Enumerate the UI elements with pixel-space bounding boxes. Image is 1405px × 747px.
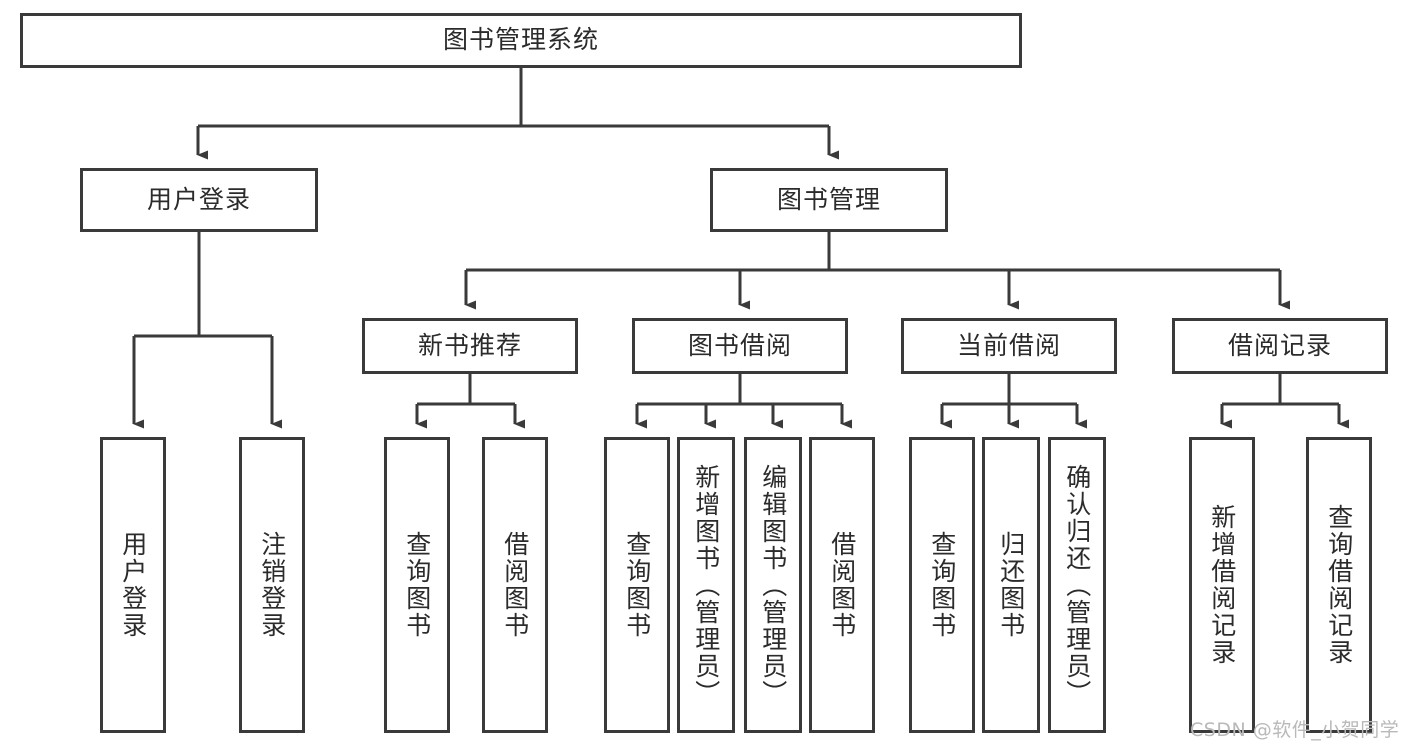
node-label-leaf-query-book-2: 查询图书 [622, 531, 652, 639]
node-leaf-logout-login[interactable]: 注销登录 [239, 437, 305, 733]
node-new-book-recommend[interactable]: 新书推荐 [362, 318, 578, 374]
node-label-leaf-query-record: 查询借阅记录 [1324, 504, 1354, 666]
node-leaf-add-book[interactable]: 新增图书（管理员） [677, 437, 735, 733]
node-label-new-book-recommend: 新书推荐 [417, 330, 522, 360]
node-leaf-borrow-book-2[interactable]: 借阅图书 [809, 437, 875, 733]
node-label-book-management: 图书管理 [776, 184, 881, 214]
node-label-leaf-query-book-3: 查询图书 [927, 531, 957, 639]
node-label-leaf-logout-login: 注销登录 [257, 531, 287, 639]
node-label-leaf-add-record: 新增借阅记录 [1207, 504, 1237, 666]
node-leaf-query-book-3[interactable]: 查询图书 [909, 437, 975, 733]
node-leaf-borrow-book-1[interactable]: 借阅图书 [482, 437, 548, 733]
node-current-borrow[interactable]: 当前借阅 [901, 318, 1117, 374]
node-label-borrow-record: 借阅记录 [1227, 330, 1332, 360]
node-leaf-query-book-1[interactable]: 查询图书 [384, 437, 450, 733]
node-leaf-user-login[interactable]: 用户登录 [100, 437, 166, 733]
node-label-book-borrow: 图书借阅 [687, 330, 792, 360]
node-label-leaf-add-book: 新增图书（管理员） [691, 463, 721, 707]
node-label-user-login: 用户登录 [146, 184, 251, 214]
node-label-current-borrow: 当前借阅 [956, 330, 1061, 360]
node-book-management[interactable]: 图书管理 [710, 168, 948, 232]
node-root-system[interactable]: 图书管理系统 [20, 13, 1022, 68]
node-label-leaf-query-book-1: 查询图书 [402, 531, 432, 639]
node-leaf-query-record[interactable]: 查询借阅记录 [1306, 437, 1372, 733]
node-label-leaf-edit-book: 编辑图书（管理员） [758, 463, 788, 707]
node-label-leaf-confirm-return: 确认归还（管理员） [1062, 463, 1092, 707]
node-borrow-record[interactable]: 借阅记录 [1172, 318, 1388, 374]
node-label-leaf-user-login: 用户登录 [118, 531, 148, 639]
node-leaf-add-record[interactable]: 新增借阅记录 [1189, 437, 1255, 733]
node-label-root: 图书管理系统 [442, 25, 599, 55]
node-user-login[interactable]: 用户登录 [80, 168, 318, 232]
node-leaf-query-book-2[interactable]: 查询图书 [604, 437, 670, 733]
node-leaf-confirm-return[interactable]: 确认归还（管理员） [1048, 437, 1106, 733]
node-book-borrow[interactable]: 图书借阅 [632, 318, 848, 374]
node-label-leaf-return-book: 归还图书 [996, 531, 1026, 639]
node-label-leaf-borrow-book-2: 借阅图书 [827, 531, 857, 639]
node-label-leaf-borrow-book-1: 借阅图书 [500, 531, 530, 639]
node-leaf-return-book[interactable]: 归还图书 [982, 437, 1040, 733]
node-leaf-edit-book[interactable]: 编辑图书（管理员） [744, 437, 802, 733]
